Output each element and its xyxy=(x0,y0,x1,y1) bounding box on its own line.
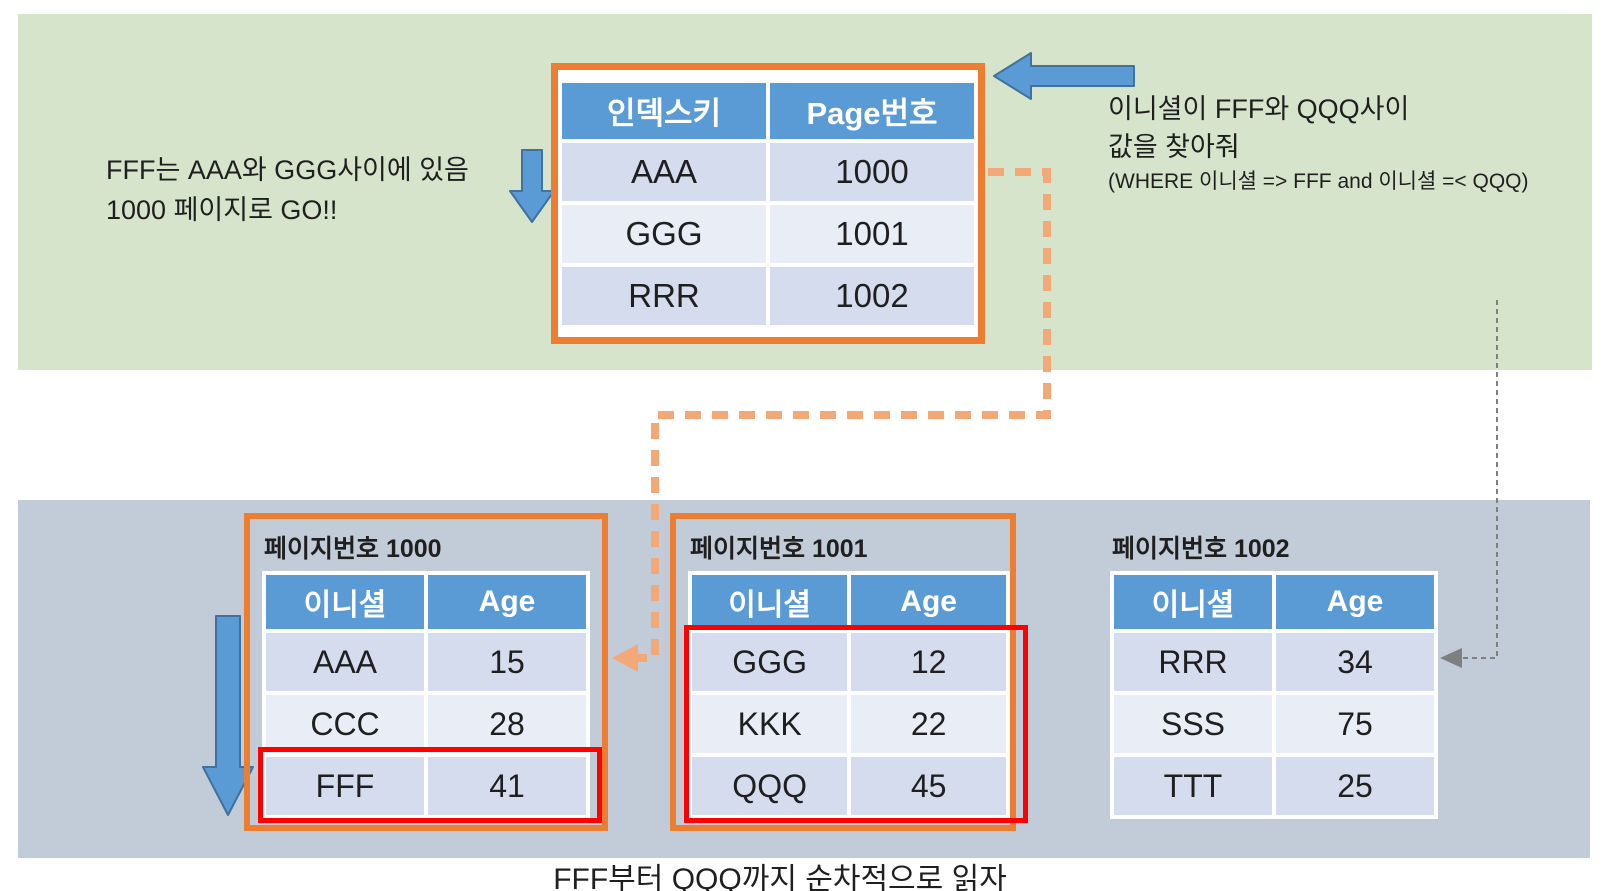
page-title: 페이지번호 1002 xyxy=(1112,535,1290,563)
table-row: GGG 1001 xyxy=(562,204,974,263)
initial-cell: TTT xyxy=(1114,757,1272,815)
table-row: TTT 25 xyxy=(1114,757,1434,815)
age-cell: 25 xyxy=(1276,757,1434,815)
page-1000-box: 페이지번호 1000 이니셜 Age AAA 15 CCC 28 FFF 41 xyxy=(244,513,608,831)
page-1002-box: 페이지번호 1002 이니셜 Age RRR 34 SSS 75 TTT 25 xyxy=(1092,513,1452,831)
right-annotation-line1: 이니셜이 FFF와 QQQ사이 xyxy=(1108,94,1410,124)
initial-cell: RRR xyxy=(1114,633,1272,691)
table-row: CCC 28 xyxy=(266,695,586,753)
initial-cell: FFF xyxy=(266,757,424,815)
left-annotation-line1: FFF는 AAA와 GGG사이에 있음 xyxy=(106,155,469,185)
age-cell: 12 xyxy=(851,633,1006,691)
page-number-cell: 1002 xyxy=(770,266,974,325)
page-number-cell: 1001 xyxy=(770,204,974,263)
initial-cell: QQQ xyxy=(692,757,848,815)
page-table-header-row: 이니셜 Age xyxy=(692,575,1006,629)
index-key-header: 인덱스키 xyxy=(562,82,767,139)
index-key-cell: RRR xyxy=(562,266,767,325)
scan-down-arrow-icon xyxy=(202,615,254,816)
initial-cell: CCC xyxy=(266,695,424,753)
initial-cell: GGG xyxy=(692,633,848,691)
table-row: RRR 34 xyxy=(1114,633,1434,691)
age-cell: 75 xyxy=(1276,695,1434,753)
age-header: Age xyxy=(428,575,586,629)
initial-cell: KKK xyxy=(692,695,848,753)
index-table-box: 인덱스키 Page번호 AAA 1000 GGG 1001 RRR 1002 xyxy=(551,63,985,344)
left-annotation: FFF는 AAA와 GGG사이에 있음 1000 페이지로 GO!! xyxy=(106,150,469,230)
initial-cell: AAA xyxy=(266,633,424,691)
age-cell: 28 xyxy=(428,695,586,753)
age-cell: 15 xyxy=(428,633,586,691)
table-row: FFF 41 xyxy=(266,757,586,815)
page-table-header-row: 이니셜 Age xyxy=(266,575,586,629)
initial-cell: SSS xyxy=(1114,695,1272,753)
table-row: AAA 1000 xyxy=(562,142,974,201)
page-1001-box: 페이지번호 1001 이니셜 Age GGG 12 KKK 22 QQQ 45 xyxy=(670,513,1028,831)
right-annotation: 이니셜이 FFF와 QQQ사이 값을 찾아줘 (WHERE 이니셜 => FFF… xyxy=(1108,90,1529,198)
right-annotation-line2: 값을 찾아줘 xyxy=(1108,132,1240,162)
page-1002-table: 이니셜 Age RRR 34 SSS 75 TTT 25 xyxy=(1110,571,1438,819)
page-table-header-row: 이니셜 Age xyxy=(1114,575,1434,629)
red-highlight-fff-row xyxy=(258,747,602,823)
index-table-header-row: 인덱스키 Page번호 xyxy=(562,82,974,139)
index-table: 인덱스키 Page번호 AAA 1000 GGG 1001 RRR 1002 xyxy=(558,78,978,329)
age-cell: 41 xyxy=(428,757,586,815)
red-highlight-range-rows xyxy=(684,625,1028,823)
page-number-header: Page번호 xyxy=(770,82,974,139)
age-header: Age xyxy=(851,575,1006,629)
table-row: KKK 22 xyxy=(692,695,1006,753)
index-key-cell: AAA xyxy=(562,142,767,201)
where-clause-text: (WHERE 이니셜 => FFF and 이니셜 =< QQQ) xyxy=(1108,170,1529,193)
age-cell: 45 xyxy=(851,757,1006,815)
down-arrow-icon xyxy=(509,149,555,223)
table-row: QQQ 45 xyxy=(692,757,1006,815)
initial-header: 이니셜 xyxy=(692,575,848,629)
page-title: 페이지번호 1000 xyxy=(264,535,442,563)
table-row: RRR 1002 xyxy=(562,266,974,325)
age-header: Age xyxy=(1276,575,1434,629)
initial-header: 이니셜 xyxy=(1114,575,1272,629)
left-annotation-line2: 1000 페이지로 GO!! xyxy=(106,195,338,225)
initial-header: 이니셜 xyxy=(266,575,424,629)
index-key-cell: GGG xyxy=(562,204,767,263)
bottom-caption: FFF부터 QQQ까지 순차적으로 읽자 xyxy=(553,863,1007,891)
age-cell: 34 xyxy=(1276,633,1434,691)
page-title: 페이지번호 1001 xyxy=(690,535,868,563)
page-1001-table: 이니셜 Age GGG 12 KKK 22 QQQ 45 xyxy=(688,571,1010,819)
left-arrow-icon xyxy=(993,52,1135,100)
table-row: AAA 15 xyxy=(266,633,586,691)
age-cell: 22 xyxy=(851,695,1006,753)
table-row: SSS 75 xyxy=(1114,695,1434,753)
page-1000-table: 이니셜 Age AAA 15 CCC 28 FFF 41 xyxy=(262,571,590,819)
page-number-cell: 1000 xyxy=(770,142,974,201)
table-row: GGG 12 xyxy=(692,633,1006,691)
